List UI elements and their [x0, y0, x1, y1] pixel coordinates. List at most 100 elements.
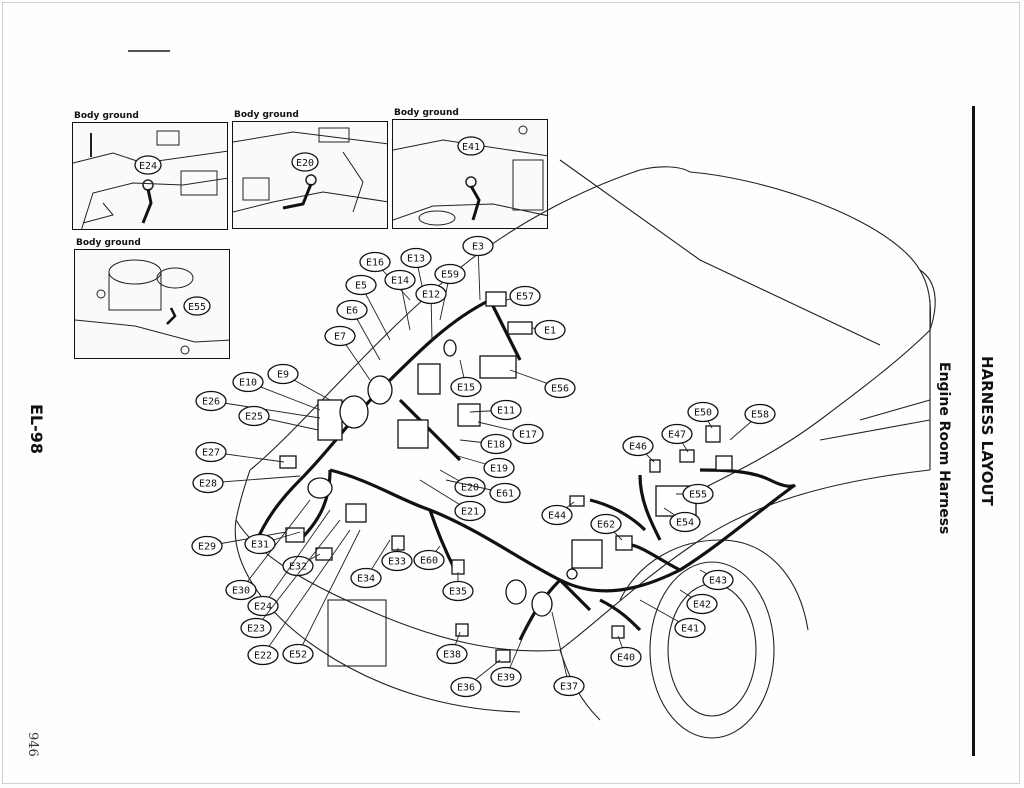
callout-bubble: [336, 299, 368, 321]
callout-bubble: [454, 476, 486, 498]
inset-title-e20: Body ground: [234, 110, 299, 120]
callout-bubble: [682, 483, 714, 505]
callout-bubble: [247, 595, 279, 617]
connector-label: E12: [422, 290, 440, 301]
leader-line: [551, 611, 570, 687]
callout-bubble: [415, 283, 447, 305]
callout-bubble: [247, 644, 279, 666]
callout-bubble: [345, 274, 377, 296]
connector-label: E20: [461, 483, 479, 494]
callout-e33: E33: [381, 547, 413, 572]
callout-bubble: [687, 401, 719, 423]
connector-label: E11: [497, 406, 515, 417]
connector-label: E59: [441, 270, 459, 281]
connector-label: E60: [420, 556, 438, 567]
callout-bubble: [359, 251, 391, 273]
inset-e41-label: E41: [462, 142, 480, 153]
connector-label: E46: [629, 442, 647, 453]
callout-bubble: [350, 567, 382, 589]
inset-e24: E24: [72, 122, 228, 230]
connector-label: E47: [668, 430, 686, 441]
callout-e13: E13: [400, 247, 432, 301]
callout-bubble: [400, 247, 432, 269]
leader-line: [240, 499, 311, 591]
connector-label: E37: [560, 682, 578, 693]
callout-bubble: [512, 423, 544, 445]
callout-bubble: [244, 533, 276, 555]
connector-label: E28: [199, 479, 217, 490]
callout-bubble: [450, 376, 482, 398]
inset-e55: E55: [74, 249, 230, 359]
callout-e28: E28: [192, 472, 301, 494]
connector-label: E25: [245, 412, 263, 423]
callout-e29: E29: [191, 531, 287, 557]
connector-label: E36: [457, 683, 475, 694]
callout-bubble: [674, 617, 706, 639]
callout-e22: E22: [247, 529, 351, 666]
connector-label: E38: [443, 650, 461, 661]
connector-label: E3: [472, 242, 484, 253]
inset-e41-callout: E41: [457, 136, 485, 156]
callout-e1: E1: [531, 319, 566, 341]
leader-line: [262, 509, 331, 607]
callout-bubble: [622, 435, 654, 457]
connector-label: E6: [346, 306, 358, 317]
connector-label: E58: [751, 410, 769, 421]
connector-label: E52: [289, 650, 307, 661]
callout-e11: E11: [469, 399, 522, 421]
scan-mark: [128, 50, 170, 52]
callout-bubble: [434, 263, 466, 285]
page-number: 946: [25, 732, 40, 757]
connector-label: E18: [487, 440, 505, 451]
callout-e30: E30: [225, 499, 311, 601]
callout-bubble: [744, 403, 776, 425]
callout-e5: E5: [345, 274, 391, 341]
connector-label: E1: [544, 326, 556, 337]
callout-bubble: [490, 399, 522, 421]
callout-e24: E24: [247, 509, 331, 617]
connector-label: E62: [597, 520, 615, 531]
section-subtitle: Engine Room Harness: [936, 362, 952, 535]
inset-e20-drawing: [233, 127, 387, 213]
callout-e18: E18: [459, 433, 512, 455]
callout-e17: E17: [477, 421, 544, 445]
callout-bubble: [454, 500, 486, 522]
connector-label: E44: [548, 511, 566, 522]
inset-e20: E20: [232, 121, 388, 229]
callout-e38: E38: [436, 631, 468, 665]
inset-e41-drawing: [393, 125, 547, 226]
connector-label: E16: [366, 258, 384, 269]
connector-label: E42: [693, 600, 711, 611]
callout-e54: E54: [663, 507, 701, 533]
callout-bubble: [324, 325, 356, 347]
connector-label: E7: [334, 332, 346, 343]
callout-e40: E40: [610, 635, 642, 668]
callout-e46: E46: [622, 435, 655, 463]
callout-e15: E15: [450, 359, 482, 398]
callout-bubble: [483, 457, 515, 479]
callout-e10: E10: [232, 371, 321, 411]
connector-label: E15: [457, 383, 475, 394]
callout-bubble: [661, 423, 693, 445]
connector-label: E24: [254, 602, 272, 613]
callout-e41: E41: [639, 599, 706, 639]
callout-bubble: [553, 675, 585, 697]
callout-bubble: [544, 377, 576, 399]
callout-bubble: [462, 235, 494, 257]
inset-title-e41: Body ground: [394, 108, 459, 118]
inset-e20-label: E20: [296, 158, 314, 169]
callout-e55: E55: [676, 483, 714, 505]
connector-label: E50: [694, 408, 712, 419]
callout-bubble: [610, 646, 642, 668]
callout-bubble: [191, 535, 223, 557]
callout-e42: E42: [679, 589, 718, 615]
inset-e24-callout: E24: [134, 155, 162, 175]
callout-bubble: [669, 511, 701, 533]
callout-bubble: [225, 579, 257, 601]
connector-label: E22: [254, 651, 272, 662]
connector-label: E35: [449, 587, 467, 598]
connector-label: E57: [516, 292, 534, 303]
callout-e9: E9: [267, 363, 331, 401]
